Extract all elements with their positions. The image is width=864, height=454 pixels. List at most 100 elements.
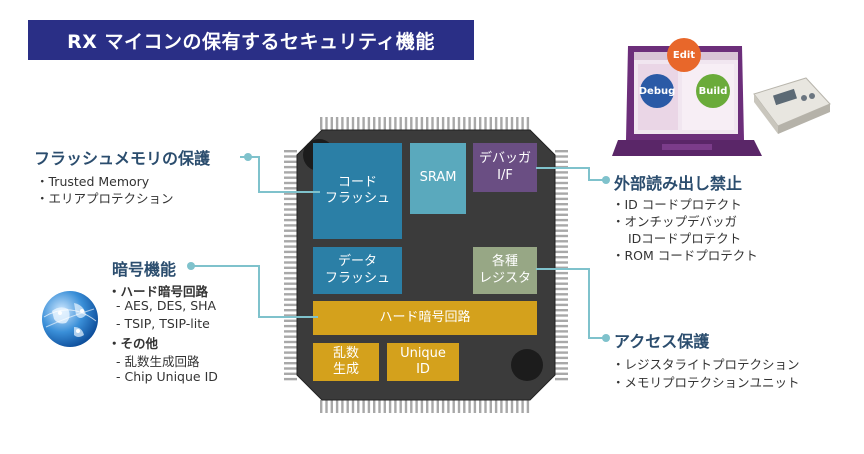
- chip-pin: [284, 351, 297, 354]
- chip-pin: [284, 171, 297, 174]
- chip-pin: [484, 117, 487, 130]
- chip-pin: [284, 181, 297, 185]
- external-read-heading: 外部読み出し禁止: [614, 174, 743, 193]
- chip-pin: [555, 261, 568, 264]
- chip-pin: [447, 117, 450, 130]
- external-read-item: ・ID コードプロテクト: [612, 197, 742, 212]
- chip-pin: [325, 400, 328, 413]
- chip-pin: [555, 372, 568, 375]
- chip-pin: [284, 240, 297, 243]
- connector: [258, 156, 260, 193]
- chip-pin: [362, 117, 365, 130]
- connector: [536, 167, 590, 169]
- chip-pin: [484, 400, 487, 413]
- chip-pin: [555, 319, 568, 322]
- chip-pin: [489, 117, 492, 130]
- connector: [258, 191, 320, 193]
- chip-pin: [426, 117, 429, 130]
- chip-pin: [505, 117, 508, 130]
- chip-pin: [555, 160, 568, 163]
- chip-pin: [468, 117, 471, 130]
- chip-pin: [473, 400, 477, 413]
- chip-pin: [325, 117, 328, 130]
- crypto-item: - AES, DES, SHA: [116, 298, 217, 313]
- chip-pin: [415, 117, 418, 130]
- chip-pin: [284, 346, 297, 349]
- chip-pin: [357, 117, 360, 130]
- chip-pin: [555, 181, 568, 185]
- chip-pin: [436, 400, 439, 413]
- chip-pin: [555, 298, 568, 301]
- chip-pin: [284, 256, 297, 259]
- chip-pins-right: [555, 150, 568, 381]
- chip-pin: [473, 117, 477, 130]
- chip-pin: [555, 314, 568, 317]
- chip-pin: [555, 330, 568, 333]
- connector: [258, 265, 260, 318]
- connector: [536, 268, 590, 270]
- chip-pin: [441, 117, 445, 130]
- crypto-item: - TSIP, TSIP-lite: [116, 316, 210, 331]
- debug-circle: Debug: [639, 74, 675, 108]
- chip-pin: [284, 176, 297, 179]
- chip-pin: [526, 400, 530, 413]
- chip-pin: [341, 117, 344, 130]
- chip-pin: [284, 277, 297, 280]
- chip-pin: [555, 367, 568, 370]
- chip-pins-top: [320, 117, 530, 130]
- chip-pin: [320, 400, 323, 413]
- chip-pin: [346, 400, 349, 413]
- chip-pin: [284, 298, 297, 301]
- chip-pin: [284, 203, 297, 206]
- chip-pin: [284, 197, 297, 201]
- sram-block: SRAM: [410, 143, 466, 214]
- emulator-device-icon: [753, 77, 831, 134]
- chip-pin: [555, 362, 568, 365]
- chip-pin: [505, 400, 508, 413]
- chip-pin: [555, 197, 568, 201]
- chip-pin: [555, 176, 568, 179]
- access-protection-item: ・メモリプロテクションユニット: [612, 375, 800, 390]
- chip-pin: [510, 117, 514, 130]
- chip-pin: [555, 218, 568, 222]
- chip-pin: [452, 400, 455, 413]
- crypto-heading: 暗号機能: [112, 260, 177, 279]
- chip-pin: [378, 400, 381, 413]
- chip-pin: [284, 330, 297, 333]
- chip-pins-left: [284, 150, 297, 381]
- chip-pin: [555, 271, 568, 275]
- chip-pin: [284, 314, 297, 317]
- connector: [588, 268, 590, 339]
- chip-pin: [330, 117, 333, 130]
- chip-pin: [555, 356, 568, 360]
- chip-pin: [447, 400, 450, 413]
- hw-crypto-block: ハード暗号回路: [313, 301, 537, 335]
- connector: [258, 316, 318, 318]
- crypto-item: - Chip Unique ID: [116, 369, 218, 384]
- chip-mark-bottom-right: [511, 349, 543, 381]
- chip-pin: [436, 117, 439, 130]
- chip-pin: [463, 117, 466, 130]
- chip-pin: [555, 171, 568, 174]
- connector: [588, 337, 604, 339]
- chip-pin: [555, 335, 568, 338]
- chip-pin: [457, 400, 461, 413]
- flash-protection-item: ・エリアプロテクション: [36, 191, 174, 206]
- chip-pin: [555, 340, 568, 344]
- chip-pin: [521, 117, 524, 130]
- connector-dot: [602, 334, 610, 342]
- chip-pin: [516, 117, 519, 130]
- chip-pin: [452, 117, 455, 130]
- chip-pin: [555, 234, 568, 238]
- chip-pin: [383, 117, 386, 130]
- chip-pin: [410, 400, 413, 413]
- code-flash-block: コード フラッシュ: [313, 143, 402, 239]
- chip-pin: [351, 400, 355, 413]
- chip-pin: [555, 192, 568, 195]
- data-flash-block: データ フラッシュ: [313, 247, 402, 294]
- chip-pin: [420, 117, 424, 130]
- connector-dot: [244, 153, 252, 161]
- chip-pin: [410, 117, 413, 130]
- chip-pin: [335, 117, 339, 130]
- chip-pin: [388, 400, 392, 413]
